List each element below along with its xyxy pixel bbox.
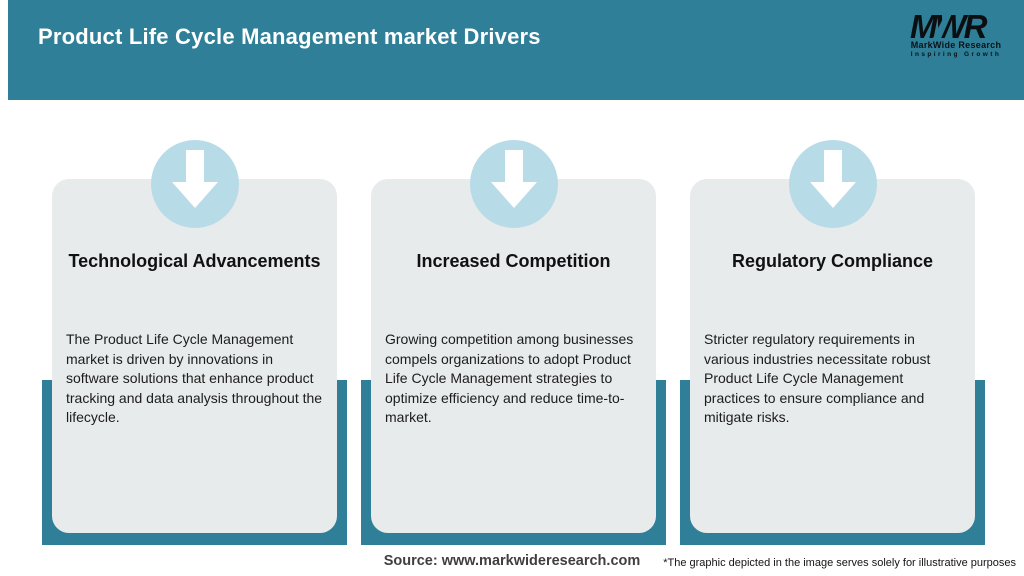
card-description: Stricter regulatory requirements in vari… [704, 331, 931, 425]
page-title: Product Life Cycle Management market Dri… [38, 24, 541, 49]
driver-column-1: Technological Advancements The Product L… [42, 140, 347, 546]
driver-card: Technological Advancements The Product L… [52, 179, 337, 533]
arrow-badge [469, 140, 558, 228]
disclaimer-text: *The graphic depicted in the image serve… [663, 557, 1016, 569]
card-title: Technological Advancements [68, 251, 321, 271]
logo-name: MarkWide Research [910, 40, 1002, 50]
driver-column-2: Increased Competition Growing competitio… [361, 140, 666, 546]
card-title: Increased Competition [416, 251, 611, 271]
logo-slash [933, 11, 953, 43]
card-title: Regulatory Compliance [731, 251, 934, 271]
driver-card: Regulatory Compliance Stricter regulator… [690, 179, 975, 533]
arrow-badge [788, 140, 877, 228]
card-description: The Product Life Cycle Management market… [66, 331, 323, 425]
driver-card: Increased Competition Growing competitio… [371, 179, 656, 533]
driver-column-3: Regulatory Compliance Stricter regulator… [680, 140, 985, 546]
source-text: Source: www.markwideresearch.com [383, 553, 641, 569]
header-bar: Product Life Cycle Management market Dri… [8, 0, 1024, 100]
card-description: Growing competition among businesses com… [385, 331, 634, 425]
down-arrow-icon [171, 150, 218, 208]
logo-tagline: Inspiring Growth [910, 51, 1002, 58]
down-arrow-icon [490, 150, 537, 208]
markwide-logo: MWR MarkWide Research Inspiring Growth [900, 11, 1012, 58]
down-arrow-icon [809, 150, 856, 208]
arrow-badge [150, 140, 239, 228]
logo-mwr-icon: MWR [910, 11, 990, 43]
